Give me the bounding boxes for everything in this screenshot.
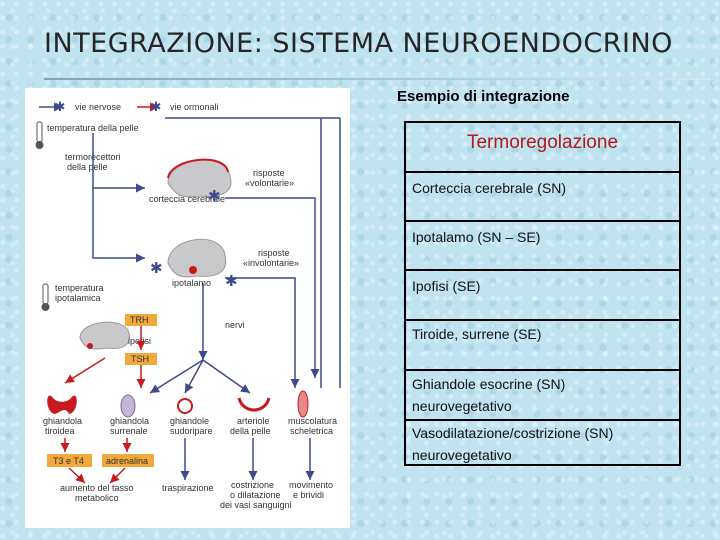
adrenaline-box <box>102 454 154 467</box>
involuntary-responses-label-2: «involontarie» <box>243 258 299 268</box>
voluntary-responses-label-1: risposte <box>253 168 285 178</box>
legend-nervous-label: vie nervose <box>75 102 121 112</box>
hypothalamus-label: ipotalamo <box>172 278 211 288</box>
sweat-glands-label-1: ghiandole <box>170 416 209 426</box>
cerebral-cortex-brain-icon <box>167 158 232 198</box>
thermoregulation-table: Termoregolazione Corteccia cerebrale (SN… <box>404 121 681 466</box>
slide-title: INTEGRAZIONE: SISTEMA NEUROENDOCRINO <box>44 28 673 59</box>
table-header: Termoregolazione <box>406 123 679 173</box>
vasoconstriction-label-2: o dilatazione <box>230 490 281 500</box>
table-row: Vasodilatazione/costrizione (SN) neurove… <box>406 421 679 464</box>
thermoregulation-figure: ✱ vie nervose ✱ vie ormonali temperatura… <box>25 88 350 528</box>
figure-diagram: ✱ vie nervose ✱ vie ormonali temperatura… <box>35 99 341 510</box>
hypothalamus-brain-icon <box>167 238 227 278</box>
hypothalamic-temperature-label-2: ipotalamica <box>55 293 101 303</box>
svg-text:✱: ✱ <box>55 99 66 114</box>
legend-hormonal-label: vie ormonali <box>170 102 219 112</box>
synapse-icon: ✱ <box>225 273 238 290</box>
skin-arterioles-label-1: arteriole <box>237 416 270 426</box>
adrenal-gland-label-2: surrenale <box>110 426 148 436</box>
thermometer-icon <box>35 121 44 149</box>
table-cell-text: Tiroide, surrene (SE) <box>412 326 542 342</box>
movement-shivers-label-2: e brividi <box>293 490 324 500</box>
t3-t4-box <box>47 454 92 467</box>
synapse-icon: ✱ <box>208 188 221 205</box>
table-cell-text: Ipofisi (SE) <box>412 278 481 294</box>
pituitary-brain-icon <box>79 321 130 350</box>
sweating-label: traspirazione <box>162 483 214 493</box>
metabolic-rate-label-2: metabolico <box>75 493 119 503</box>
thyroid-gland-label-1: ghiandola <box>43 416 82 426</box>
vasoconstriction-label-1: costrizione <box>231 480 274 490</box>
tsh-label: TSH <box>131 354 149 364</box>
thermometer-icon <box>41 283 50 311</box>
table-cell-text: Ghiandole esocrine (SN) <box>412 376 566 392</box>
synapse-icon: ✱ <box>150 260 163 277</box>
svg-text:✱: ✱ <box>151 99 162 114</box>
table-row: Ghiandole esocrine (SN) neurovegetativo <box>406 371 679 421</box>
skin-arterioles-icon <box>237 397 271 412</box>
skin-temperature-label: temperatura della pelle <box>47 123 139 133</box>
thyroid-gland-label-2: tiroidea <box>45 426 75 436</box>
legend-hormonal-icon: ✱ <box>137 99 162 114</box>
tsh-box <box>125 353 157 365</box>
cerebral-cortex-label: corteccia cerebrale <box>149 194 225 204</box>
nerves-label: nervi <box>225 320 245 330</box>
table-cell-text: Ipotalamo (SN – SE) <box>412 229 541 245</box>
thyroid-gland-icon <box>47 395 77 414</box>
vasoconstriction-label-3: dei vasi sanguigni <box>220 500 292 510</box>
hypothalamic-temperature-label-1: temperatura <box>55 283 104 293</box>
pituitary-label: ipofisi <box>128 336 151 346</box>
table-row: Tiroide, surrene (SE) <box>406 321 679 371</box>
table-cell-text: Corteccia cerebrale (SN) <box>412 180 567 196</box>
sweat-glands-icon <box>177 398 193 414</box>
table-row: Corteccia cerebrale (SN) <box>406 173 679 222</box>
example-heading: Esempio di integrazione <box>397 88 570 105</box>
table-row: Ipofisi (SE) <box>406 271 679 321</box>
trh-label: TRH <box>130 315 149 325</box>
legend-nervous-icon: ✱ <box>39 99 66 114</box>
sweat-glands-label-2: sudoripare <box>170 426 213 436</box>
adrenal-gland-label-1: ghiandola <box>110 416 149 426</box>
table-cell-subtext: neurovegetativo <box>412 447 512 463</box>
table-cell-text: Vasodilatazione/costrizione (SN) <box>412 425 614 441</box>
table-row: Ipotalamo (SN – SE) <box>406 222 679 271</box>
skeletal-muscles-label-2: scheletrica <box>290 426 333 436</box>
metabolic-rate-label-1: aumento del tasso <box>60 483 134 493</box>
table-cell-subtext: neurovegetativo <box>412 398 512 414</box>
trh-box <box>125 314 157 326</box>
skin-thermoreceptors-label-2: della pelle <box>67 162 108 172</box>
involuntary-responses-label-1: risposte <box>258 248 290 258</box>
adrenaline-label: adrenalina <box>106 456 148 466</box>
adrenal-gland-icon <box>120 394 136 418</box>
skeletal-muscle-icon <box>297 390 309 418</box>
voluntary-responses-label-2: «volontarie» <box>245 178 294 188</box>
skin-arterioles-label-2: della pelle <box>230 426 271 436</box>
skeletal-muscles-label-1: muscolatura <box>288 416 337 426</box>
t3-t4-label: T3 e T4 <box>53 456 84 466</box>
title-divider <box>44 78 710 80</box>
movement-shivers-label-1: movimento <box>289 480 333 490</box>
